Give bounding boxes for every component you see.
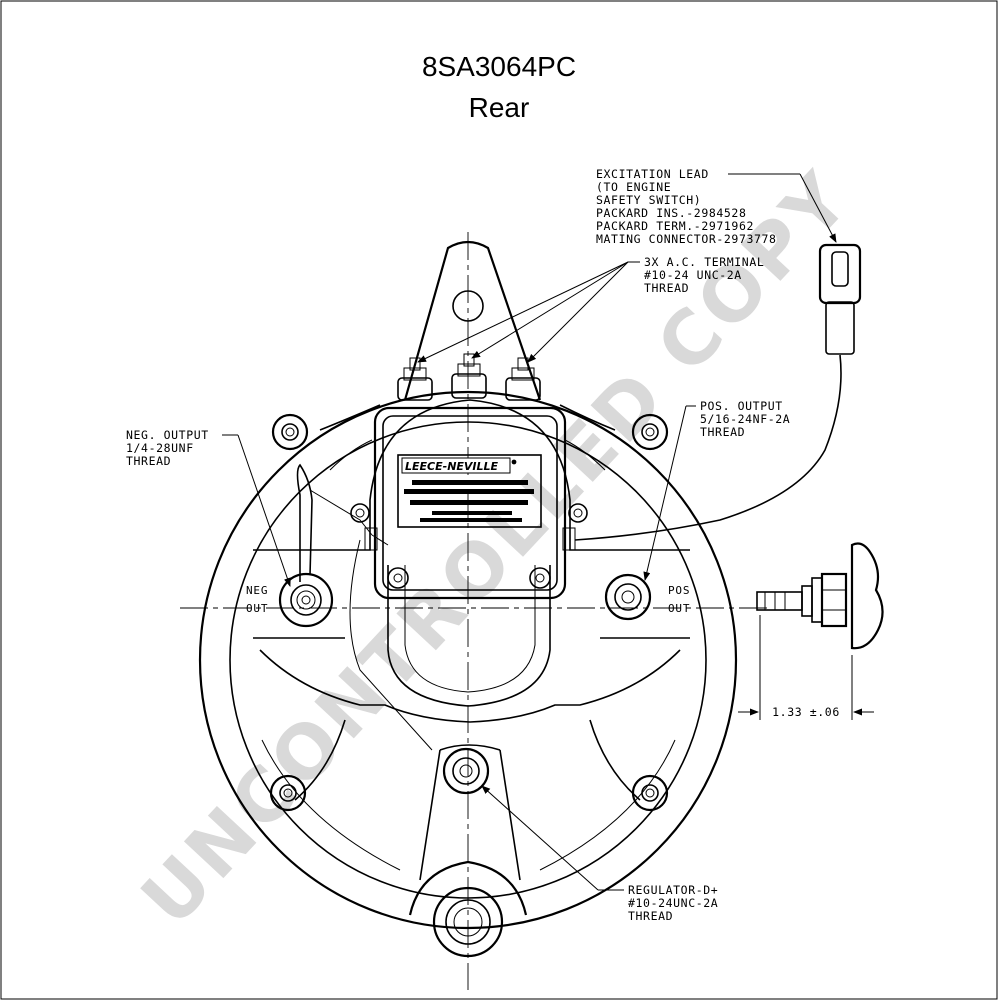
excitation-connector (818, 243, 862, 355)
svg-text:1/4-28UNF: 1/4-28UNF (126, 441, 194, 455)
dimension-text: 1.33 ±.06 (772, 705, 840, 719)
svg-text:PACKARD TERM.-2971962: PACKARD TERM.-2971962 (596, 219, 754, 233)
drawing-title: 8SA3064PC (422, 51, 576, 82)
logo-plate (401, 457, 511, 474)
svg-text:PACKARD INS.-2984528: PACKARD INS.-2984528 (596, 206, 746, 220)
svg-text:SAFETY SWITCH): SAFETY SWITCH) (596, 193, 701, 207)
svg-text:THREAD: THREAD (126, 454, 171, 468)
svg-text:POS. OUTPUT: POS. OUTPUT (700, 399, 783, 413)
svg-text:THREAD: THREAD (700, 425, 745, 439)
svg-text:THREAD: THREAD (644, 281, 689, 295)
pos-stud-side-view (756, 542, 884, 650)
svg-text:NEG. OUTPUT: NEG. OUTPUT (126, 428, 209, 442)
regulator-logo: LEECE-NEVILLE (405, 460, 499, 473)
excitation-callout: EXCITATION LEAD (TO ENGINE SAFETY SWITCH… (596, 167, 837, 246)
svg-text:3X A.C. TERMINAL: 3X A.C. TERMINAL (644, 255, 764, 269)
svg-text:EXCITATION LEAD: EXCITATION LEAD (596, 167, 709, 181)
mounting-bosses (269, 413, 669, 812)
ac-stud-left (397, 357, 433, 401)
neg-output-terminal (278, 572, 334, 628)
neg-output-callout: NEG. OUTPUT 1/4-28UNF THREAD (126, 428, 291, 587)
ac-stud-right (505, 357, 541, 401)
neg-lead-wire (296, 463, 313, 582)
regulator-callout: REGULATOR-D+ #10-24UNC-2A THREAD (481, 785, 718, 923)
ac-terminal-studs (397, 353, 541, 401)
excitation-lead-wire (574, 354, 842, 541)
alternator-housing (198, 240, 738, 958)
drawing-subtitle: Rear (469, 92, 530, 123)
svg-text:MATING CONNECTOR-2973778: MATING CONNECTOR-2973778 (596, 232, 777, 246)
svg-text:#10-24 UNC-2A: #10-24 UNC-2A (644, 268, 742, 282)
pos-output-callout: POS. OUTPUT 5/16-24NF-2A THREAD (643, 399, 790, 581)
ac-stud-center (451, 353, 487, 399)
svg-text:THREAD: THREAD (628, 909, 673, 923)
svg-text:(TO ENGINE: (TO ENGINE (596, 180, 671, 194)
pos-label: POS (668, 584, 690, 597)
pos-output-terminal (604, 573, 652, 621)
dimension-1-33: 1.33 ±.06 (738, 615, 874, 720)
voltage-regulator: LEECE-NEVILLE (364, 406, 576, 600)
svg-text:5/16-24NF-2A: 5/16-24NF-2A (700, 412, 790, 426)
pos-out-label: OUT (668, 602, 690, 615)
regulator-d-plus-terminal (442, 747, 490, 795)
neg-out-label: OUT (246, 602, 268, 615)
svg-text:#10-24UNC-2A: #10-24UNC-2A (628, 896, 718, 910)
svg-text:REGULATOR-D+: REGULATOR-D+ (628, 883, 718, 897)
neg-label: NEG (246, 584, 268, 597)
ac-terminal-callout: 3X A.C. TERMINAL #10-24 UNC-2A THREAD (417, 255, 764, 363)
